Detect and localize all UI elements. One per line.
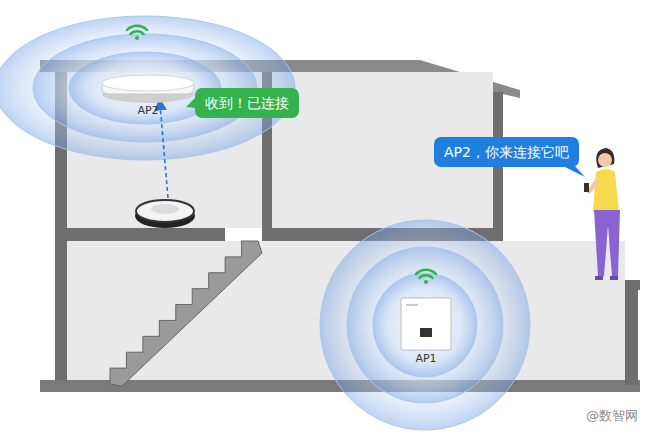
device-label: AP2: [98, 104, 198, 117]
speech-bubble: AP2，你来连接它吧: [434, 137, 579, 167]
wifi-icon: [416, 270, 436, 284]
ap1-signal: [320, 220, 530, 430]
bubble-text: 收到！已连接: [205, 94, 289, 112]
connect-arrow: [160, 104, 168, 198]
wall-ap: [396, 296, 456, 352]
staircase: [110, 241, 262, 386]
robot-vacuum: [135, 200, 195, 228]
speech-bubble: 收到！已连接: [195, 88, 299, 118]
woman-figure: [584, 148, 620, 280]
watermark: @数智网: [586, 407, 638, 425]
access-point: AP1: [396, 296, 456, 365]
bubble-text: AP2，你来连接它吧: [444, 143, 569, 161]
bubble-tail: [563, 166, 585, 177]
wifi-icon: [127, 26, 147, 40]
access-point: AP2: [98, 72, 198, 117]
ceiling-ap: [98, 72, 198, 104]
device-label: AP1: [396, 352, 456, 365]
